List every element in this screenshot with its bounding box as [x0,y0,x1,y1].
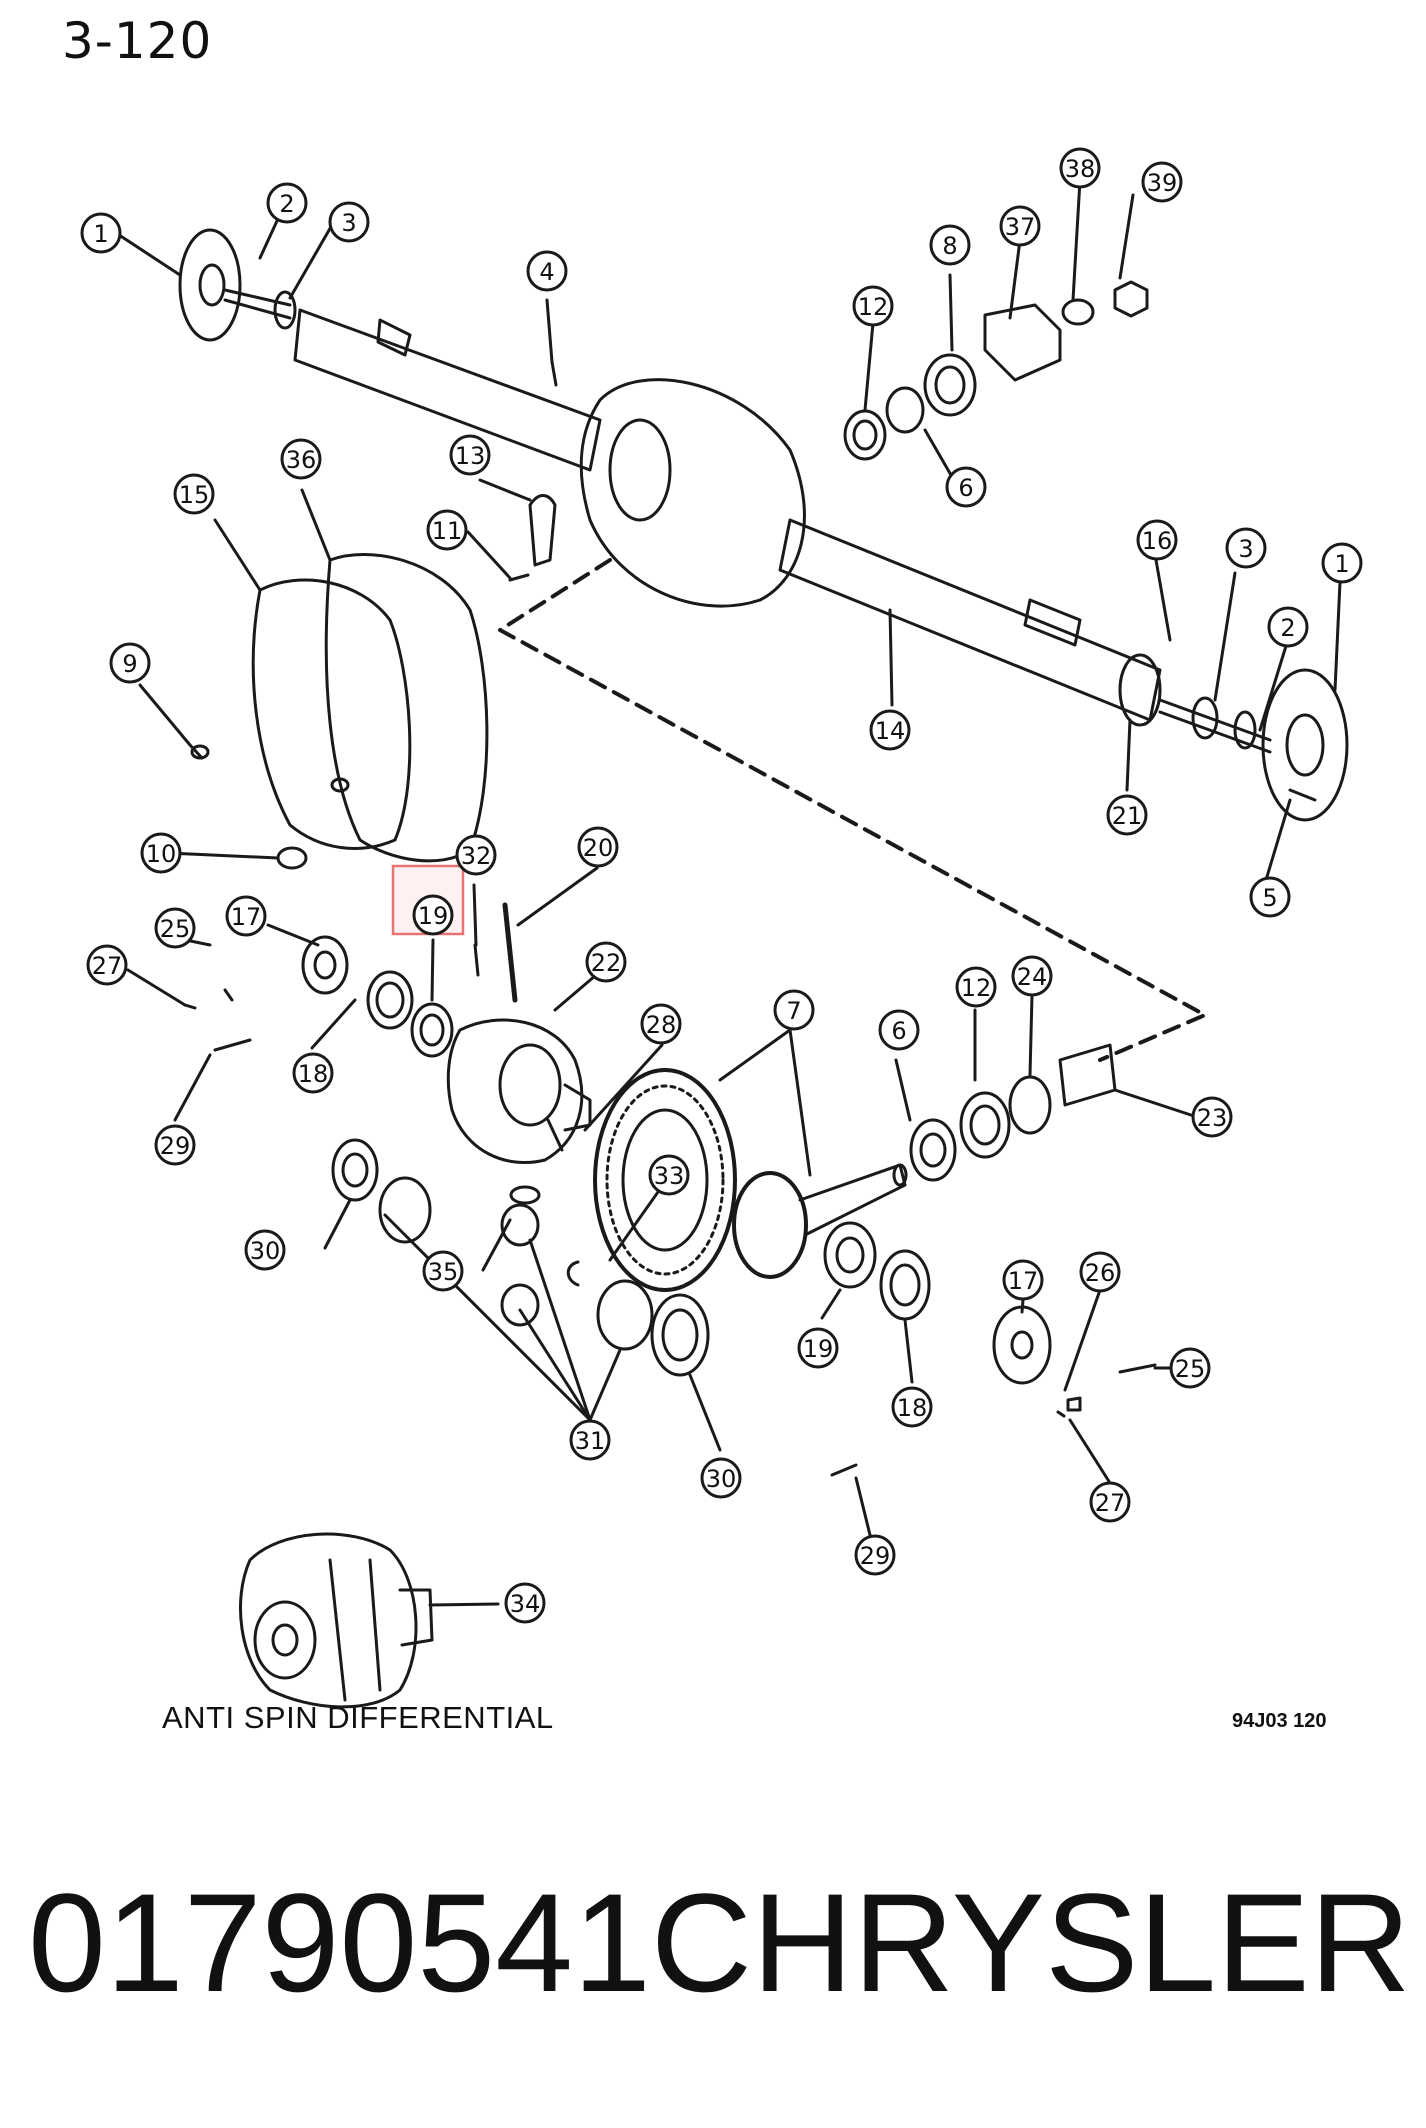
callout-37: 37 [1005,213,1036,241]
differential-case [446,1018,584,1165]
callout-23: 23 [1197,1104,1228,1132]
page-reference: 3-120 [62,12,213,70]
callout-28: 28 [646,1011,677,1039]
callout-19b: 19 [803,1335,834,1363]
callout-25b: 25 [1175,1355,1206,1383]
callout-3: 3 [341,209,356,237]
anti-spin-differential [239,1532,418,1709]
brand-name: CHRYSLER [650,1864,1411,2021]
callout-39: 39 [1147,169,1178,197]
diagram-caption: ANTI SPIN DIFFERENTIAL [162,1700,554,1735]
callout-16: 16 [1142,527,1173,555]
callout-13: 13 [455,442,486,470]
pinion-gear [732,1171,808,1279]
callout-15: 15 [179,481,210,509]
callout-27: 27 [92,952,123,980]
callout-25: 25 [160,915,191,943]
callout-12b: 12 [961,974,992,1002]
callout-17b: 17 [1008,1267,1039,1295]
callout-17: 17 [231,903,262,931]
callout-38: 38 [1065,155,1096,183]
footer: 01790541 CHRYSLER [0,1862,1426,2024]
drawing-code: 94J03 120 [1232,1710,1327,1732]
callout-2b: 2 [1280,614,1295,642]
axle-tube-left [293,308,602,472]
callout-5: 5 [1262,884,1277,912]
callout-18: 18 [298,1060,329,1088]
callout-1: 1 [93,220,108,248]
callout-14: 14 [875,717,906,745]
callout-10: 10 [146,840,177,868]
axle-tube-right [778,518,1162,722]
callout-6b: 6 [891,1017,906,1045]
callout-30: 30 [250,1237,281,1265]
callout-20: 20 [583,834,614,862]
callout-24: 24 [1017,963,1048,991]
callout-7: 7 [786,997,801,1025]
callout-26: 26 [1085,1259,1116,1287]
callout-1b: 1 [1334,550,1349,578]
differential-housing [579,378,806,608]
ring-gear [593,1068,737,1292]
callout-36: 36 [286,446,317,474]
callout-9: 9 [122,650,137,678]
callout-27b: 27 [1095,1489,1126,1517]
callout-22: 22 [591,949,622,977]
callout-11: 11 [432,517,463,545]
dashed-guide [498,558,1207,1062]
cover-gasket [324,553,489,863]
axle-flange-right [1118,653,1349,822]
axle-flange-left [178,228,297,342]
callout-3b: 3 [1238,535,1253,563]
callout-29b: 29 [860,1542,891,1570]
callout-31: 31 [575,1427,606,1455]
callout-21: 21 [1112,802,1143,830]
callout-8: 8 [942,232,957,260]
callout-2: 2 [279,190,294,218]
callout-34: 34 [510,1590,541,1618]
diff-cover [251,578,412,850]
callout-6: 6 [958,474,973,502]
callout-18b: 18 [897,1394,928,1422]
callout-35: 35 [428,1258,459,1286]
part-number: 01790541 [28,1864,651,2021]
callout-19: 19 [418,902,449,930]
callout-33: 33 [654,1162,685,1190]
callout-32: 32 [461,842,492,870]
callout-30b: 30 [706,1465,737,1493]
callout-12: 12 [858,293,889,321]
callout-4: 4 [539,258,554,286]
pinion-yoke [983,303,1062,382]
callout-29: 29 [160,1132,191,1160]
